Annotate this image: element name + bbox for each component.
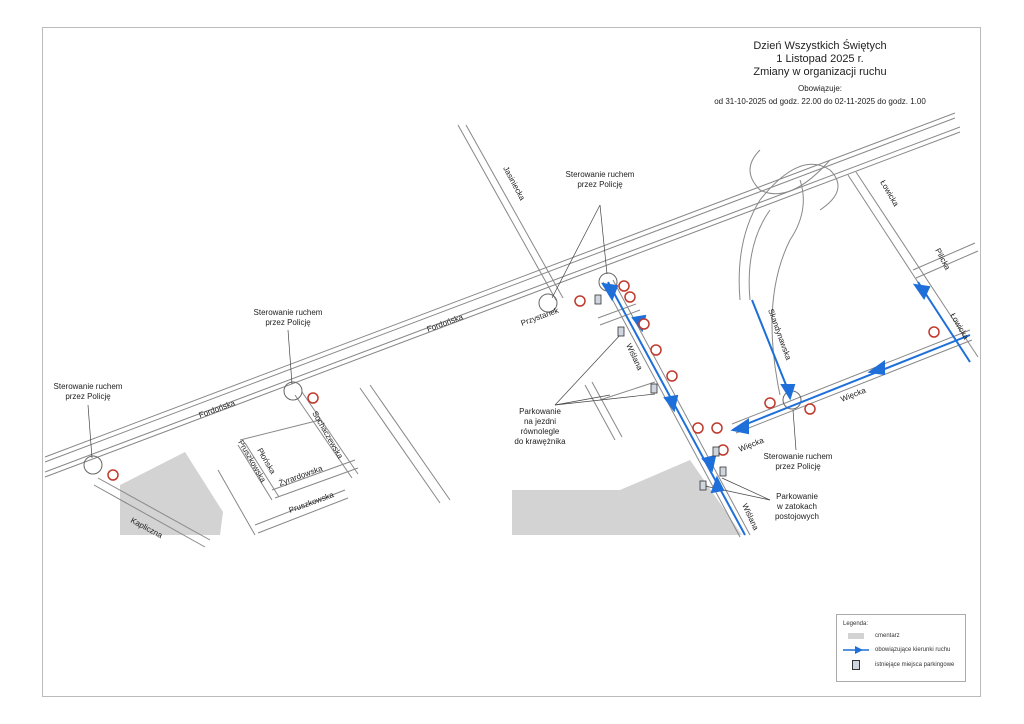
direction-arrow — [710, 475, 725, 494]
street-lowicka: Łowicka — [878, 179, 901, 209]
legend-title: Legenda: — [843, 621, 869, 627]
note-line: przez Policję — [65, 392, 111, 401]
legend-item-parking: istniejące miejsca parkingowe — [843, 660, 954, 670]
note-line: do krawężnika — [514, 437, 566, 446]
cemetery-swatch-icon — [848, 633, 864, 639]
note-line: Sterowanie ruchem — [53, 382, 123, 391]
note-line: postojowych — [774, 512, 820, 521]
note-line: w zatokach — [776, 502, 818, 511]
note-line: Parkowanie — [519, 407, 561, 416]
legend-item-direction: obowiązujące kierunki ruchu — [843, 646, 950, 654]
no-stopping-signs — [107, 280, 940, 481]
note-line: Sterowanie ruchem — [253, 308, 323, 317]
legend-label: obowiązujące kierunki ruchu — [875, 647, 951, 653]
legend-label: istniejące miejsca parkingowe — [875, 662, 955, 668]
note-line: przez Policję — [265, 318, 311, 327]
callout-lines — [87, 204, 797, 501]
direction-arrow — [912, 283, 931, 301]
note-line: przez Policję — [775, 462, 821, 471]
direction-arrow — [730, 418, 749, 435]
map-frame — [42, 27, 981, 697]
street-sochaczewska: Sochaczewska — [310, 410, 345, 461]
map-title: Dzień Wszystkich Świętych 1 Listopad 202… — [690, 40, 950, 107]
police-control-points — [83, 272, 802, 475]
direction-arrow — [601, 282, 619, 302]
title-line1: Dzień Wszystkich Świętych — [753, 40, 887, 52]
legend-item-cemetery: cmentarz — [843, 633, 900, 639]
street-pilicka: Pilicka — [933, 247, 952, 272]
street-wislana: Wiślana — [740, 502, 760, 532]
direction-arrow — [663, 394, 679, 413]
legend-label: cmentarz — [875, 633, 900, 639]
note-line: Sterowanie ruchem — [565, 170, 635, 179]
blue-arrow-icon — [843, 646, 869, 654]
legend: Legenda: cmentarz obowiązujące kierunki … — [836, 614, 966, 682]
note-line: na jezdni — [523, 417, 557, 426]
street-labels: Fordońska Fordońska Jasiniecka Przystane… — [129, 165, 971, 541]
cemetery-area — [512, 460, 742, 535]
street-skandynawska: Skandynawska — [766, 308, 793, 362]
title-line3: Zmiany w organizacji ruchu — [753, 66, 887, 78]
note-line: Sterowanie ruchem — [763, 452, 833, 461]
note-line: Parkowanie — [776, 492, 818, 501]
parking-icons — [594, 294, 727, 491]
direction-arrow — [780, 384, 796, 401]
valid-range: od 31-10-2025 od godz. 22.00 do 02-11-20… — [714, 97, 926, 106]
street-fordonska: Fordońska — [198, 398, 237, 420]
street-przystanek: Przystanek — [520, 306, 561, 328]
note-line: przez Policję — [577, 180, 623, 189]
parking-icon — [852, 660, 860, 670]
valid-label: Obowiązuje: — [797, 84, 843, 93]
direction-arrow — [701, 454, 717, 473]
cemeteries — [120, 452, 742, 535]
traffic-route — [601, 281, 971, 536]
street-pruszkowska: Pruszkowska — [288, 490, 336, 515]
note-line: równolegle — [520, 427, 560, 436]
street-wislana: Wiślana — [624, 342, 644, 372]
direction-arrow — [867, 360, 885, 376]
street-zyrardowska: Żyrardowska — [278, 464, 325, 488]
street-wiecka: Więcka — [839, 385, 867, 403]
title-line2: 1 Listopad 2025 r. — [776, 53, 864, 65]
street-jasiniecka: Jasiniecka — [501, 165, 527, 203]
